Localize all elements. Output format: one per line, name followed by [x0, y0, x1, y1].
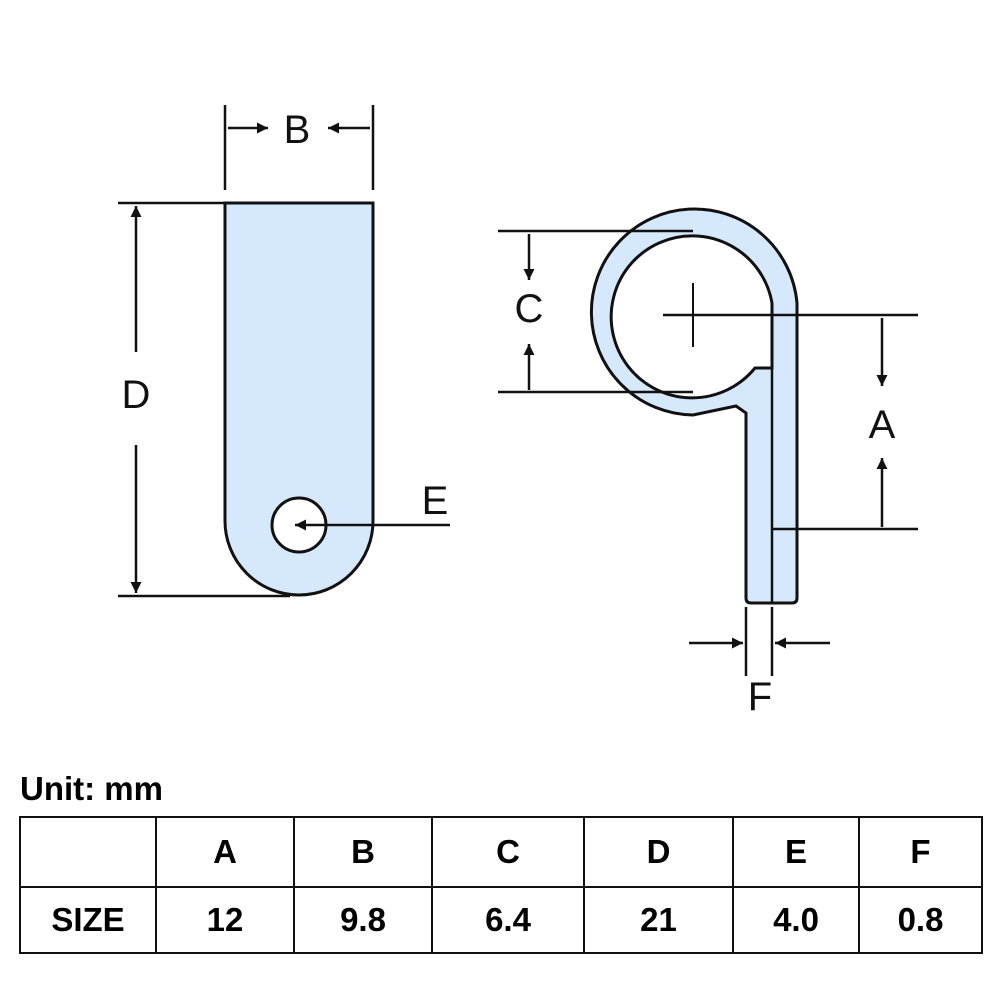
clamp-inner-loop: [609, 234, 774, 400]
table-row: SIZE 12 9.8 6.4 21 4.0 0.8: [19, 886, 983, 954]
header-cell-d: D: [583, 816, 734, 888]
dim-label-c: C: [515, 287, 544, 331]
table-header-row: A B C D E F: [19, 816, 983, 888]
header-cell-f: F: [858, 816, 983, 888]
dim-label-b: B: [284, 108, 311, 152]
header-cell-empty: [19, 816, 157, 888]
dim-label-d: D: [122, 373, 151, 417]
header-cell-b: B: [293, 816, 433, 888]
dim-label-e: E: [422, 479, 449, 523]
value-cell-a: 12: [155, 886, 295, 954]
value-cell-d: 21: [583, 886, 734, 954]
value-cell-c: 6.4: [431, 886, 585, 954]
value-cell-b: 9.8: [293, 886, 433, 954]
value-cell-f: 0.8: [858, 886, 983, 954]
unit-label: Unit: mm: [20, 770, 163, 807]
dim-label-f: F: [748, 675, 772, 719]
strap-front-view: [223, 201, 375, 597]
header-cell-e: E: [732, 816, 860, 888]
header-cell-a: A: [155, 816, 295, 888]
header-cell-c: C: [431, 816, 585, 888]
dim-label-a: A: [869, 403, 896, 447]
size-table: A B C D E F SIZE 12 9.8 6.4 21 4.0 0.8: [19, 816, 983, 954]
clamp-drawing: B D E C A F: [118, 105, 918, 719]
value-cell-e: 4.0: [732, 886, 860, 954]
row-label-size: SIZE: [19, 886, 157, 954]
